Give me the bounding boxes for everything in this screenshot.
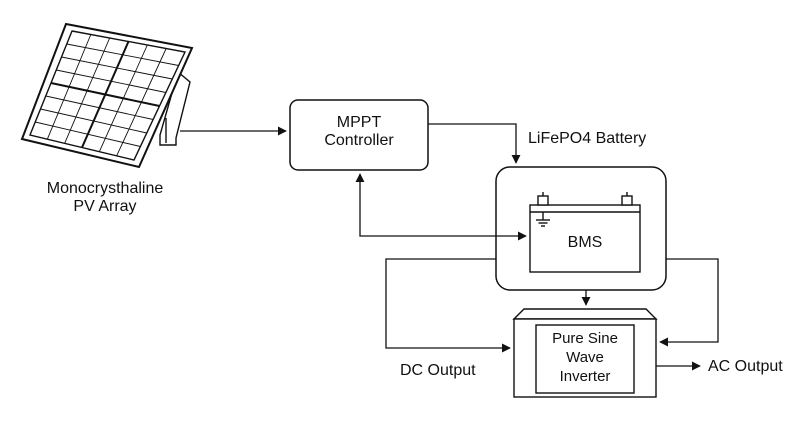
pv-array-label: Monocrysthaline PV Array [20,180,190,217]
mppt-controller-box [289,99,429,171]
bms-label: BMS [567,234,603,251]
battery-icon [529,192,641,273]
pv-array-label-line1: Monocrysthaline [46,180,164,197]
dc-output-label: DC Output [400,362,476,379]
mppt-label-line2: Controller [324,132,394,150]
mppt-controller-label: MPPT Controller [290,114,428,151]
inverter-label-line2: Wave [566,349,604,366]
ac-output-label: AC Output [708,358,783,375]
pv-array-label-line2: PV Array [73,198,137,216]
inverter-label: Pure Sine Wave Inverter [536,329,634,386]
inverter-label-line3: Inverter [559,368,611,385]
connectors [180,123,719,371]
battery-label: LiFePO4 Battery [528,130,647,147]
inverter-box [512,308,658,398]
solar-panel-icon [20,22,194,169]
inverter-label-line1: Pure Sine [552,330,618,347]
mppt-label-line1: MPPT [336,114,382,131]
